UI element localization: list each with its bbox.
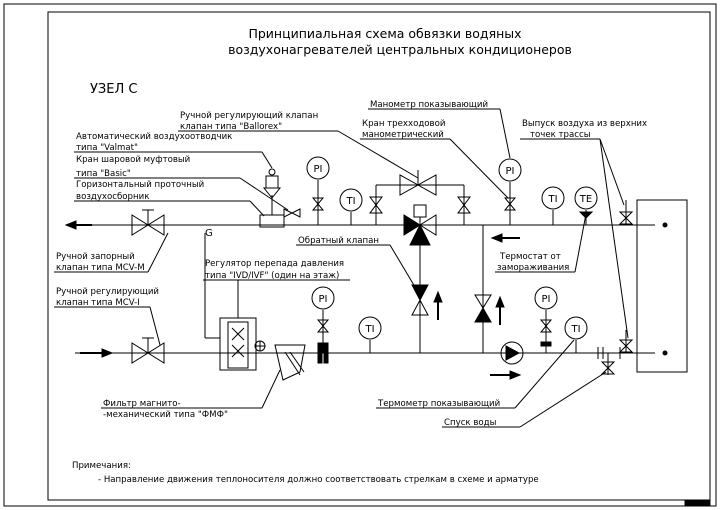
air-vent-supply (618, 200, 634, 225)
coil-connection-bottom (662, 350, 668, 356)
leader-lines (54, 108, 629, 428)
thermometer-supply-right (541, 186, 565, 225)
callout-air-vent-line2: типа "Valmat" (76, 143, 138, 153)
magnetic-filter (274, 342, 329, 381)
g-marker: G (205, 228, 213, 239)
callout-filter-line2: -механический типа "ФМФ" (103, 410, 228, 420)
callout-air-release-line1: Выпуск воздуха из верхних (522, 119, 647, 129)
callout-thermometer: Термометр показывающий (377, 399, 500, 409)
pressure-gauge-supply-left (306, 156, 330, 225)
callout-shutoff-valve-line1: Ручной запорный (56, 252, 135, 262)
pi-label-4: PI (542, 294, 551, 305)
frame-corner-mark (684, 500, 711, 507)
pressure-gauge-return-left (311, 286, 335, 353)
pressure-gauge-return-right (534, 286, 558, 353)
drain-valve (600, 353, 616, 375)
pressure-differential-regulator (204, 233, 266, 371)
return-flanges (597, 347, 621, 359)
balancing-bypass (369, 170, 471, 225)
thermometer-supply-left (339, 188, 363, 225)
callout-regulator-line2: типа "IVD/IVF" (один на этаж) (205, 271, 339, 281)
shutoff-valve-mcv-m (131, 209, 165, 236)
air-vent-return (618, 330, 634, 353)
ti-label-1: TI (345, 196, 355, 207)
ti-label-4: TI (570, 324, 580, 335)
callout-check-valve: Обратный клапан (298, 236, 379, 246)
callout-air-release-line2: точек трассы (530, 130, 591, 140)
callout-frost-thermostat-line2: замораживания (497, 263, 569, 273)
callout-ball-valve-line2: типа "Basic" (76, 169, 131, 179)
air-heater-coil (636, 199, 688, 373)
circulation-pump (500, 341, 524, 365)
balancing-valve-mcv-i (131, 337, 165, 364)
callout-three-way-cock-line1: Кран трехходовой (362, 119, 445, 129)
callout-balancing-mcv-line2: клапан типа MCV-I (56, 298, 140, 308)
outer-frame (3, 3, 717, 507)
callout-shutoff-valve-line2: клапан типа MCV-M (56, 263, 145, 273)
notes-heading: Примечания: (72, 461, 131, 471)
pi-label-2: PI (506, 166, 515, 177)
title-line-1: Принципиальная схема обвязки водяных (248, 26, 521, 41)
drawing-frame (47, 11, 711, 501)
callout-pressure-gauge: Манометр показывающий (370, 100, 488, 110)
callout-balancing-valve-line1: Ручной регулирующий клапан (180, 111, 318, 121)
supply-pipe (64, 220, 655, 230)
return-pipe (75, 348, 655, 358)
callout-drain: Спуск воды (444, 418, 497, 428)
frost-thermostat (574, 186, 598, 225)
title-line-2: воздухонагревателей центральных кондицио… (228, 42, 572, 57)
coil-connection-top (662, 222, 668, 228)
three-way-control-valve (403, 204, 437, 353)
check-valve-bypass (474, 225, 492, 353)
node-label: УЗЕЛ С (90, 82, 137, 97)
air-collector (259, 168, 301, 228)
callout-balancing-mcv-line1: Ручной регулирующий (56, 287, 159, 297)
callout-filter-line1: Фильтр магнито- (103, 399, 181, 409)
ti-label-2: TI (547, 194, 557, 205)
callout-ball-valve-line1: Кран шаровой муфтовый (76, 155, 190, 165)
te-label: TE (579, 194, 592, 205)
callout-regulator-line1: Регулятор перепада давления (205, 259, 344, 269)
callout-three-way-cock-line2: манометрический (362, 130, 444, 140)
pi-label-1: PI (314, 164, 323, 175)
notes-item-1: - Направление движения теплоносителя дол… (98, 475, 539, 485)
callout-air-collector-line1: Горизонтальный проточный (76, 180, 204, 190)
callout-balancing-valve-line2: клапан типа "Ballorex" (180, 122, 282, 132)
callout-frost-thermostat-line1: Термостат от (499, 252, 561, 262)
ti-label-3: TI (364, 324, 374, 335)
thermometer-return-left (358, 316, 382, 353)
flow-arrows (433, 233, 522, 380)
thermometer-return-right (564, 316, 588, 353)
callout-air-collector-line2: воздухосборник (76, 192, 149, 202)
pi-label-3: PI (319, 294, 328, 305)
callout-air-vent-line1: Автоматический воздухоотводчик (76, 132, 232, 142)
pressure-gauge-supply-right (498, 158, 522, 225)
